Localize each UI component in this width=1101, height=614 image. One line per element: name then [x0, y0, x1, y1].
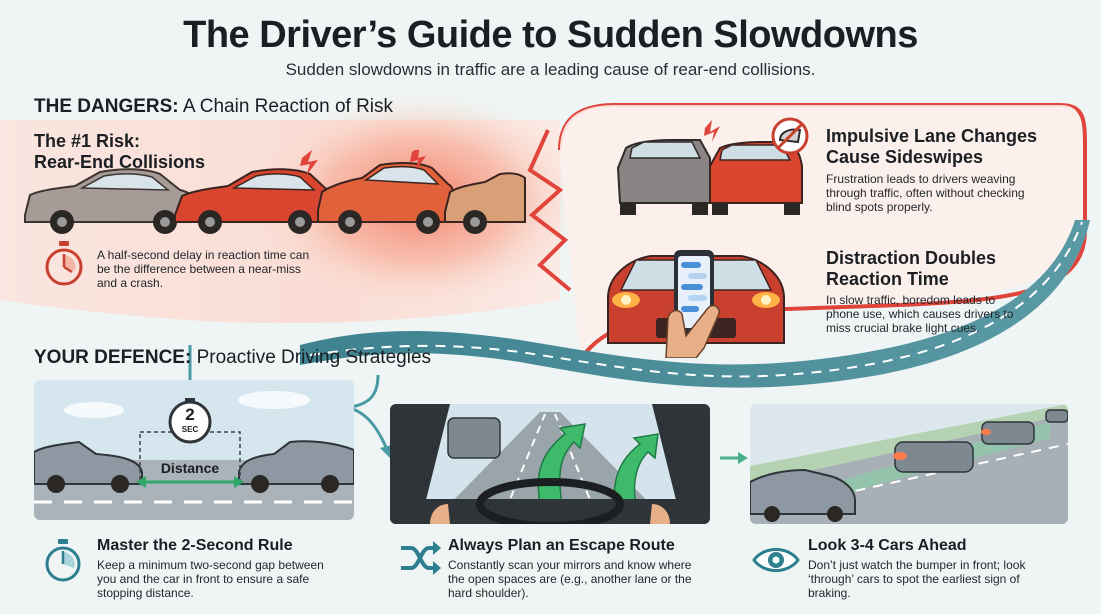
- distraction-title-line1: Distraction Doubles: [826, 248, 997, 268]
- gap-rule-scene: [34, 380, 354, 520]
- timer-unit: SEC: [181, 425, 199, 434]
- lane-change-title-line2: Cause Sideswipes: [826, 147, 984, 167]
- escape-route-title: Always Plan an Escape Route: [448, 537, 675, 554]
- stopwatch-icon: [45, 241, 83, 286]
- defence-heading-rest: Proactive Driving Strategies: [191, 347, 432, 368]
- dangers-heading-rest: A Chain Reaction of Risk: [178, 96, 394, 117]
- own-car: [750, 468, 856, 522]
- grey-car: [24, 168, 199, 234]
- lane-change-title-line1: Impulsive Lane Changes: [826, 126, 1038, 146]
- gap-rule-title: Master the 2-Second Rule: [97, 537, 293, 554]
- rear-end-text: A half-second delay in reaction time can…: [97, 248, 310, 290]
- rear-end-title-line2: Rear-End Collisions: [34, 152, 206, 172]
- gap-rule-text: Keep a minimum two-second gap between yo…: [97, 558, 324, 600]
- escape-route-panel: [390, 404, 710, 524]
- lane-change-title: Impulsive Lane Changes Cause Sideswipes: [826, 126, 1037, 168]
- timer-value: 2: [185, 405, 195, 424]
- defence-heading: YOUR DEFENCE: Proactive Driving Strategi…: [34, 347, 431, 369]
- hand: [665, 304, 720, 358]
- escape-route-scene: [390, 404, 710, 524]
- look-ahead-title: Look 3-4 Cars Ahead: [808, 537, 967, 554]
- phone-distraction-illustration: [607, 250, 785, 358]
- look-ahead-text: Don’t just watch the bumper in front; lo…: [808, 558, 1026, 600]
- look-ahead-panel: [750, 404, 1068, 524]
- sideswipe-illustration: [616, 120, 803, 215]
- distraction-title-line2: Reaction Time: [826, 269, 949, 289]
- impact-bolt: [300, 150, 318, 176]
- distraction-title: Distraction Doubles Reaction Time: [826, 248, 996, 290]
- page-subtitle: Sudden slowdowns in traffic are a leadin…: [285, 60, 816, 79]
- rear-end-title-line1: The #1 Risk:: [34, 131, 141, 151]
- orange-car: [317, 162, 455, 234]
- distance-label: Distance: [160, 460, 220, 476]
- shuffle-arrows-icon: [401, 541, 441, 575]
- stopwatch-icon: [45, 539, 81, 582]
- page-title: The Driver’s Guide to Sudden Slowdowns: [183, 14, 918, 56]
- mirror-icon: [771, 117, 809, 155]
- front-car: [34, 440, 143, 493]
- grey-sideswipe-car: [616, 139, 711, 215]
- red-sideswipe-car: [709, 141, 803, 215]
- look-ahead-scene: [750, 404, 1068, 524]
- distraction-text: In slow traffic, boredom leads to phone …: [826, 293, 1014, 335]
- dangers-heading: THE DANGERS: A Chain Reaction of Risk: [34, 96, 393, 118]
- dangers-heading-bold: THE DANGERS:: [34, 96, 179, 117]
- following-car: [238, 440, 354, 493]
- lane-change-text: Frustration leads to drivers weaving thr…: [826, 172, 1025, 214]
- car-ahead: [447, 417, 501, 459]
- red-car: [174, 168, 331, 234]
- rear-end-title: The #1 Risk: Rear-End Collisions: [34, 131, 205, 173]
- eye-icon: [752, 548, 800, 572]
- steering-wheel: [476, 478, 624, 524]
- tan-car: [444, 172, 526, 234]
- defence-heading-bold: YOUR DEFENCE:: [34, 347, 192, 368]
- escape-route-text: Constantly scan your mirrors and know wh…: [448, 558, 692, 600]
- gap-rule-panel: [34, 380, 354, 520]
- rear-end-crash-illustration: [24, 150, 526, 234]
